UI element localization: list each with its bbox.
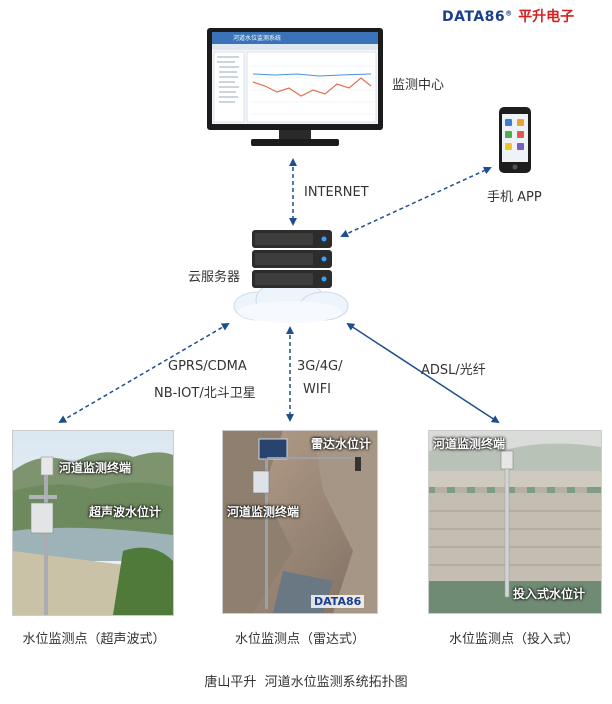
link-gprs xyxy=(58,322,230,424)
station3-sensor-label: 投入式水位计 xyxy=(513,587,586,601)
label-gprs-cdma: GPRS/CDMA xyxy=(168,359,247,374)
station-photo-submersible: 河道监测终端 投入式水位计 xyxy=(428,430,602,614)
station3-terminal-label: 河道监测终端 xyxy=(433,437,506,451)
monitor: 河道水位监测系统 xyxy=(205,26,385,152)
station2-caption: 水位监测点（雷达式） xyxy=(234,632,365,647)
phone-icon xyxy=(497,106,533,176)
monitor-center-label: 监测中心 xyxy=(392,78,445,93)
station-photo-ultrasonic: 河道监测终端 超声波水位计 xyxy=(12,430,174,616)
station2-sensor-label: 雷达水位计 xyxy=(311,437,372,451)
brand-logo: DATA86® 平升电子 xyxy=(442,6,574,26)
station3-caption: 水位监测点（投入式） xyxy=(448,632,579,647)
label-internet: INTERNET xyxy=(304,185,369,200)
label-nbiot-beidou: NB-IOT/北斗卫星 xyxy=(154,386,256,401)
station1-sensor-label: 超声波水位计 xyxy=(89,505,162,519)
registered-mark: ® xyxy=(505,9,513,18)
diagram-title: 唐山平升 河道水位监测系统拓扑图 xyxy=(204,675,408,690)
station1-caption: 水位监测点（超声波式） xyxy=(22,632,166,647)
brand-logo-en: DATA86 xyxy=(442,9,506,25)
phone-app-label: 手机 APP xyxy=(487,190,542,205)
station-photo-radar: 雷达水位计 河道监测终端 DATA86 xyxy=(222,430,378,614)
cloud-server-icon xyxy=(228,226,354,326)
link-phone xyxy=(340,166,492,238)
station2-terminal-label: 河道监测终端 xyxy=(227,505,300,519)
station1-terminal-label: 河道监测终端 xyxy=(59,461,132,475)
label-wifi: WIFI xyxy=(303,382,331,397)
link-adsl xyxy=(346,322,500,424)
monitor-window-title: 河道水位监测系统 xyxy=(233,35,282,42)
cloud-server-label: 云服务器 xyxy=(188,270,241,285)
label-3g-4g: 3G/4G/ xyxy=(297,359,343,374)
station2-watermark: DATA86 xyxy=(311,595,365,608)
label-adsl-fiber: ADSL/光纤 xyxy=(421,363,486,378)
brand-logo-cn: 平升电子 xyxy=(518,9,575,25)
